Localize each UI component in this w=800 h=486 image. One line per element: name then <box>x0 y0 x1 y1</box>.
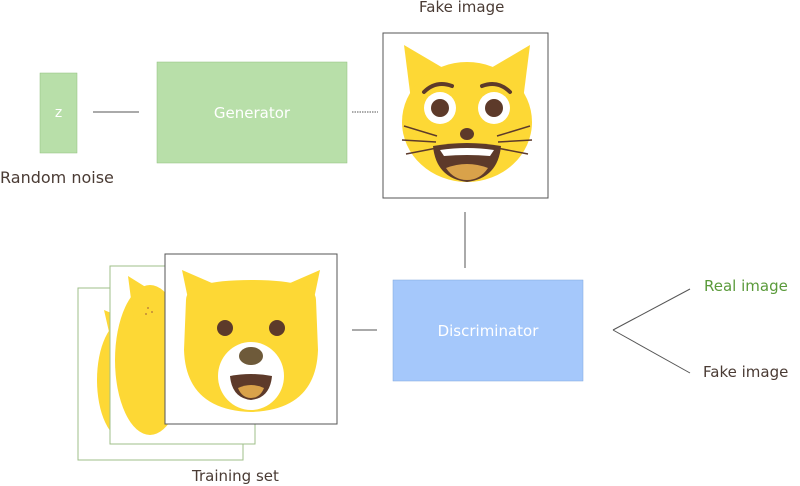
connector-to-real <box>612 288 691 331</box>
real-image-output-label: Real image <box>704 277 788 295</box>
dog-face-icon <box>182 270 320 412</box>
discriminator-label: Discriminator <box>437 321 539 340</box>
discriminator-box <box>392 279 584 382</box>
generator-label: Generator <box>213 103 291 122</box>
generator-box <box>156 61 348 164</box>
noise-symbol: z <box>54 105 63 121</box>
training-set-label: Training set <box>192 467 279 485</box>
grinning-cat-face-icon <box>401 45 533 182</box>
random-noise-label: Random noise <box>0 168 114 187</box>
noise-vector-box <box>39 72 78 154</box>
fake-image-title: Fake image <box>419 0 505 16</box>
fake-image-output-label: Fake image <box>703 363 789 381</box>
connector-to-fake <box>612 329 691 374</box>
